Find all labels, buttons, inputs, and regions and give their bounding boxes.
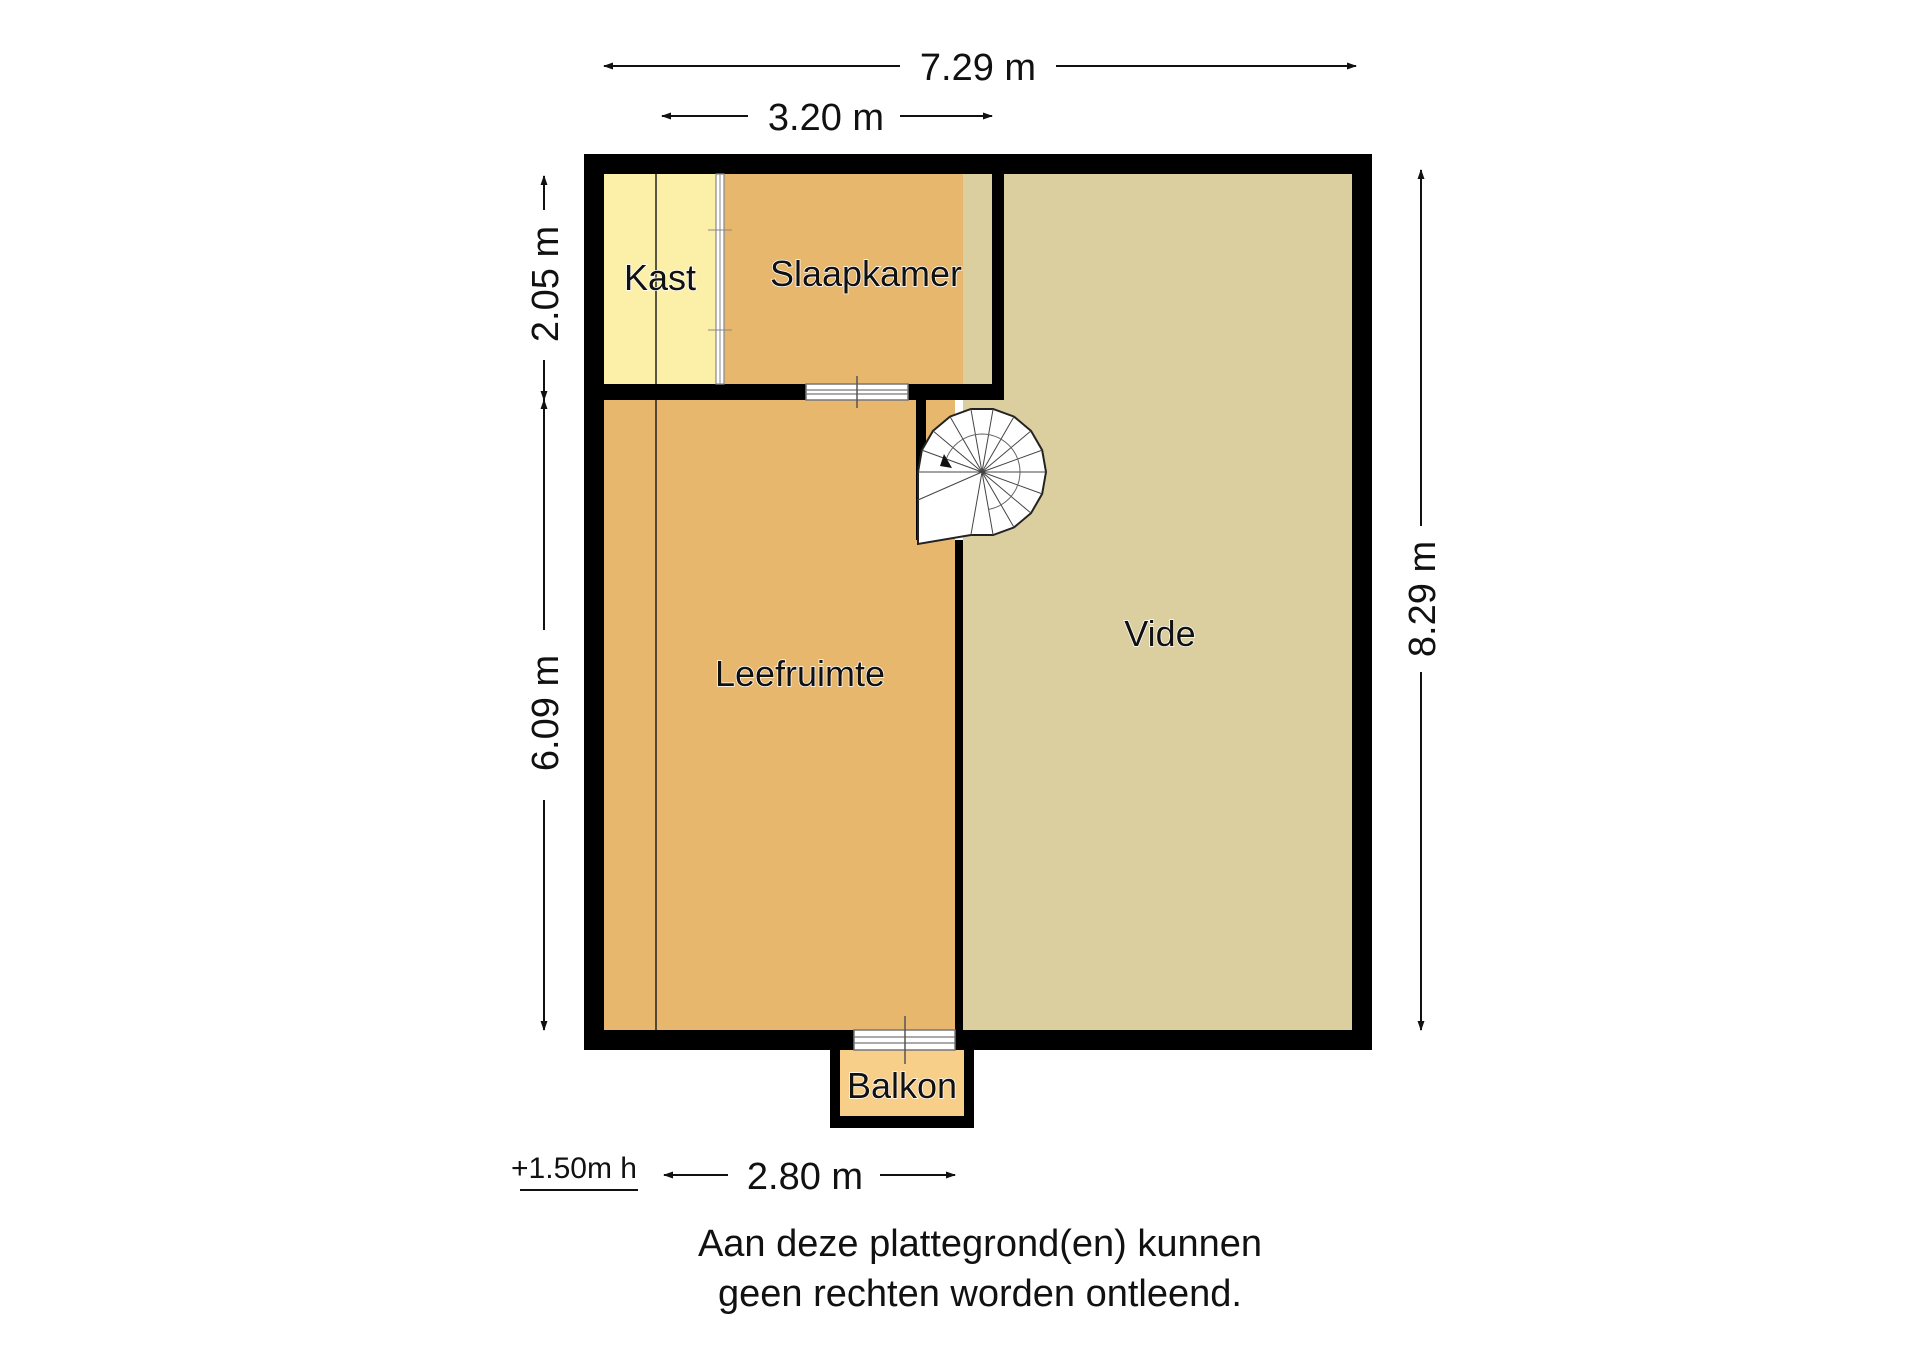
- wall-middle-right: [908, 384, 1004, 400]
- room-label-kast: Kast: [624, 257, 696, 298]
- spiral-staircase: [917, 407, 1048, 546]
- dim-slaapkamer-width: 3.20 m: [768, 97, 884, 139]
- wall-middle-left: [604, 384, 806, 400]
- room-label-vide: Vide: [1124, 613, 1195, 654]
- room-label-balkon: Balkon: [847, 1065, 957, 1106]
- wall-slaapkamer-right: [992, 174, 1004, 400]
- room-vide-fill: [963, 174, 1352, 1030]
- kast-sliding-door: [708, 173, 732, 385]
- dim-living-height: 6.09 m: [525, 655, 567, 771]
- dim-top-height: 2.05 m: [525, 226, 567, 342]
- room-label-slaapkamer: Slaapkamer: [770, 253, 962, 294]
- room-label-leefruimte: Leefruimte: [715, 653, 885, 694]
- disclaimer-line-2: geen rechten worden ontleend.: [718, 1273, 1242, 1315]
- wall-top: [584, 154, 1372, 174]
- window-balkon: [853, 1016, 956, 1064]
- wall-right: [1352, 154, 1372, 1050]
- disclaimer-line-1: Aan deze plattegrond(en) kunnen: [698, 1223, 1262, 1265]
- dim-total-width: 7.29 m: [920, 47, 1036, 89]
- wall-left: [584, 154, 604, 1050]
- wall-bottom-right: [955, 1030, 1372, 1050]
- room-leefruimte-fill: [604, 400, 955, 1030]
- room-slaapkamer-fill: [720, 174, 992, 384]
- wall-living-vide: [955, 540, 963, 1030]
- dim-living-width: 2.80 m: [747, 1156, 863, 1198]
- dim-total-height: 8.29 m: [1402, 541, 1444, 657]
- dimension-lines: 7.29 m 3.20 m 2.05 m 6.09 m 8.29 m 2.80 …: [525, 47, 1444, 1198]
- wall-balkon-left: [830, 1050, 840, 1128]
- windows: [655, 173, 956, 1064]
- walls: [584, 154, 1372, 1128]
- room-kast-fill: [604, 174, 720, 384]
- wall-balkon-bottom: [830, 1116, 974, 1128]
- room-balkon-fill: [840, 1048, 964, 1116]
- wall-balkon-right: [964, 1050, 974, 1128]
- wall-bottom-left: [584, 1030, 854, 1050]
- height-note: +1.50m h: [511, 1152, 637, 1185]
- window-slaapkamer: [805, 376, 909, 408]
